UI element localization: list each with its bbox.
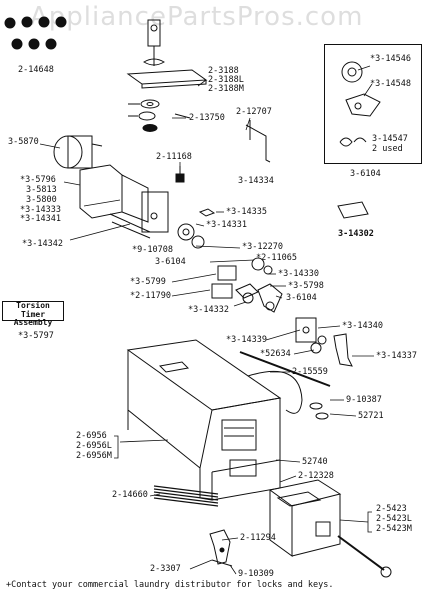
part-label: *3-5799	[130, 277, 166, 287]
torsion-box-line1: Torsion Timer	[16, 301, 50, 319]
part-label: 2-5423L	[376, 514, 412, 524]
part-label: 3-6104	[155, 257, 186, 267]
part-label: *3-14337	[376, 351, 417, 361]
part-label: 2-12707	[236, 107, 272, 117]
part-label: *3-14339	[226, 335, 267, 345]
part-label: 2-15559	[292, 367, 328, 377]
part-label: *3-5798	[288, 281, 324, 291]
part-label: 2-6956M	[76, 451, 112, 461]
part-label: 3-6104	[286, 293, 317, 303]
part-label: *3-5796	[20, 175, 56, 185]
footnote: +Contact your commercial laundry distrib…	[6, 580, 334, 590]
inset-box	[324, 44, 422, 164]
part-label: 9-10387	[346, 395, 382, 405]
latch-parts	[239, 317, 353, 420]
timer-housing	[79, 164, 169, 239]
part-label: *2-11790	[130, 291, 171, 301]
inset-label: 3-6104	[350, 169, 381, 179]
part-label: 3-5870	[8, 137, 39, 147]
part-label: 2-5423M	[376, 524, 412, 534]
part-label: *3-14342	[22, 239, 63, 249]
part-label: 52721	[358, 411, 384, 421]
part-label: *3-14335	[226, 207, 267, 217]
part-label: *9-10708	[132, 245, 173, 255]
door-flap	[247, 370, 303, 414]
lock-cylinder	[143, 19, 165, 66]
key-icons	[4, 16, 67, 50]
part-label: 2-13750	[189, 113, 225, 123]
part-label: 2-14660	[112, 490, 148, 500]
small-plate	[337, 201, 369, 219]
part-label: *3-14332	[188, 305, 229, 315]
part-label: 2-5423	[376, 504, 407, 514]
part-label: 3-14302	[338, 229, 374, 239]
part-label: *3-14546	[370, 54, 411, 64]
part-label: *52634	[260, 349, 291, 359]
timer-motor	[53, 135, 103, 169]
part-label: *2-11065	[256, 253, 297, 263]
hatched-panel	[153, 485, 219, 507]
torsion-part-label: *3-5797	[18, 331, 54, 341]
torsion-box-line2: Assembly	[13, 318, 53, 327]
bracket	[245, 124, 271, 163]
part-label: 2-3188L	[208, 75, 244, 85]
part-label: *3-14333	[20, 205, 61, 215]
part-label: 52740	[302, 457, 328, 467]
part-label: 2-3188	[208, 66, 239, 76]
part-label: 2-6956L	[76, 441, 112, 451]
part-label: *3-14341	[20, 214, 61, 224]
main-cabinet	[126, 339, 282, 501]
part-label: 3-14547	[372, 134, 408, 144]
cam-assembly	[177, 208, 283, 313]
part-label: 3-5813	[26, 185, 57, 195]
part-label: *3-14331	[206, 220, 247, 230]
torsion-timer-box: Torsion Timer Assembly	[2, 301, 64, 327]
part-label: 2-11294	[240, 533, 276, 543]
part-label: *3-14340	[342, 321, 383, 331]
part-label: 3-14334	[238, 176, 274, 186]
lock-hasp	[209, 529, 233, 567]
part-label: 2-11168	[156, 152, 192, 162]
part-label: 2-3307	[150, 564, 181, 574]
part-label: 2-14648	[18, 65, 54, 75]
inset-parts	[339, 61, 381, 147]
part-label: 3-5800	[26, 195, 57, 205]
part-label: 2-6956	[76, 431, 107, 441]
top-plate	[126, 69, 208, 85]
part-label: 2-12328	[298, 471, 334, 481]
part-label: 9-10309	[238, 569, 274, 579]
part-label: 2 used	[372, 144, 403, 154]
part-label: *3-14548	[370, 79, 411, 89]
part-label: 2-3188M	[208, 84, 244, 94]
part-label: *3-14330	[278, 269, 319, 279]
part-label: *3-12270	[242, 242, 283, 252]
coin-box	[268, 479, 392, 578]
